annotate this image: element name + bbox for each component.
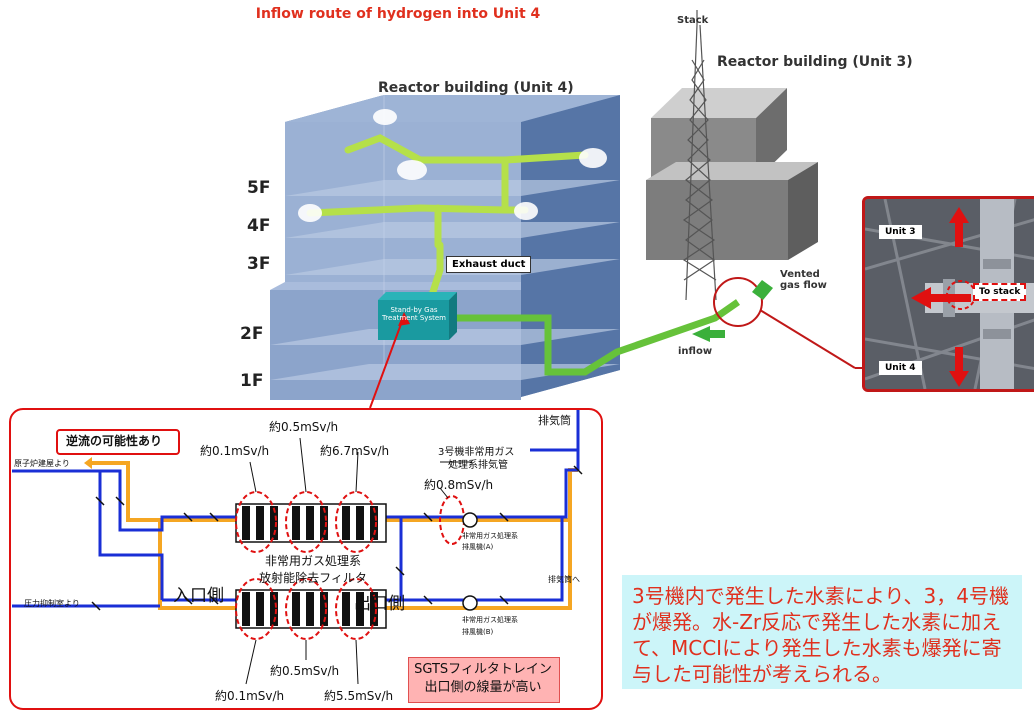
reverse-flow-label: 逆流の可能性あり — [66, 434, 163, 448]
dose-top-1: 約0.1mSv/h — [200, 444, 270, 458]
exhaust-stack-label: 排気筒 — [538, 414, 571, 427]
stack-label: Stack — [677, 15, 709, 26]
fan-a-label-2: 排風機(A) — [462, 543, 494, 551]
unit4-ledge — [270, 282, 521, 290]
unit4-top-face — [285, 95, 620, 122]
inflow-label: inflow — [678, 346, 713, 357]
sgts-note-line-1: SGTSフィルタトレイン — [414, 662, 552, 677]
junction-circle — [713, 277, 763, 327]
fan-b-label-1: 非常用ガス処理系 — [462, 616, 518, 624]
conclusion-text: 3号機内で発生した水素により、3，4号機が爆発。水-Zr反応で発生した水素に加え… — [632, 584, 1009, 686]
floor-slab-4f — [285, 222, 620, 238]
page-title: Inflow route of hydrogen into Unit 4 — [255, 6, 541, 22]
unit3-lower-front — [646, 180, 788, 260]
floor-slab-5f — [285, 180, 620, 196]
floor-3f: 3F — [247, 254, 271, 274]
unit3-top — [651, 88, 787, 118]
from-suppression-chamber: 圧力抑制室より — [24, 599, 80, 608]
sgts-top — [378, 292, 457, 300]
sgts-box — [378, 300, 449, 340]
filter-label-2: 放射能除去フィルタ — [259, 571, 367, 585]
hydrogen-puffs — [298, 109, 607, 222]
sgts-note-box — [408, 657, 560, 703]
leader-lines — [245, 437, 472, 685]
callout-arrow — [369, 315, 405, 409]
from-reactor-building: 原子炉建屋より — [14, 459, 70, 468]
conclusion-box — [622, 575, 1022, 689]
inflow-arrow — [692, 326, 725, 342]
sgts-note: SGTSフィルタトレイン 出口側の線量が高い — [408, 661, 558, 697]
floor-slab-1f — [270, 364, 620, 380]
inlet-side-label: 入口側 — [173, 586, 224, 606]
inflow-pipe — [455, 299, 740, 376]
dose-bottom-3: 約5.5mSv/h — [324, 689, 394, 703]
dose-outlet: 約0.8mSv/h — [424, 478, 494, 492]
dose-top-3: 約6.7mSv/h — [320, 444, 390, 458]
vented-gas-label: Vented gas flow — [780, 269, 827, 291]
dose-bottom-2: 約0.5mSv/h — [270, 664, 340, 678]
exhaust-duct-label: Exhaust duct — [446, 256, 532, 273]
dose-bottom-1: 約0.1mSv/h — [215, 689, 285, 703]
photo-label-unit4: Unit 4 — [879, 361, 922, 375]
to-exhaust-stack-label: 排気筒へ — [548, 575, 580, 584]
unit3-label: Reactor building (Unit 3) — [717, 54, 913, 70]
unit3-mid-top — [646, 162, 818, 180]
sgts-label: Stand-by Gas Treatment System — [382, 306, 446, 322]
photo-label-to-stack: To stack — [973, 283, 1027, 301]
floor-1f: 1F — [240, 371, 264, 391]
sgts-side — [449, 292, 457, 340]
dose-top-2: 約0.5mSv/h — [269, 420, 339, 434]
filter-blocks-bottom — [235, 589, 387, 629]
outlet-side-label: 出口側 — [354, 594, 405, 614]
unit3-pipe-label-2: 処理系排気管 — [448, 460, 508, 471]
floor-2f: 2F — [240, 324, 264, 344]
unit3-lower-side — [788, 162, 818, 260]
photo-label-unit3: Unit 3 — [879, 225, 922, 239]
filter-label-1: 非常用ガス処理系 — [264, 554, 361, 568]
floor-4f: 4F — [247, 216, 271, 236]
stack-tower — [682, 10, 717, 301]
unit4-label: Reactor building (Unit 4) — [378, 80, 574, 96]
floor-5f: 5F — [247, 178, 271, 198]
valves — [91, 465, 583, 611]
fan-b-label-2: 排風機(B) — [462, 628, 494, 636]
reverse-flow-box — [56, 429, 180, 455]
sgts-note-line-2: 出口側の線量が高い — [424, 680, 542, 695]
vented-gas-arrow — [752, 280, 773, 300]
filter-blocks-top — [235, 503, 387, 543]
fan-a-label-1: 非常用ガス処理系 — [462, 532, 518, 540]
unit3-pipe-label-1: 3号機非常用ガス — [438, 447, 515, 458]
unit3-upper-side — [756, 88, 787, 180]
photo-inset: Unit 3 To stack Unit 4 — [862, 196, 1034, 392]
